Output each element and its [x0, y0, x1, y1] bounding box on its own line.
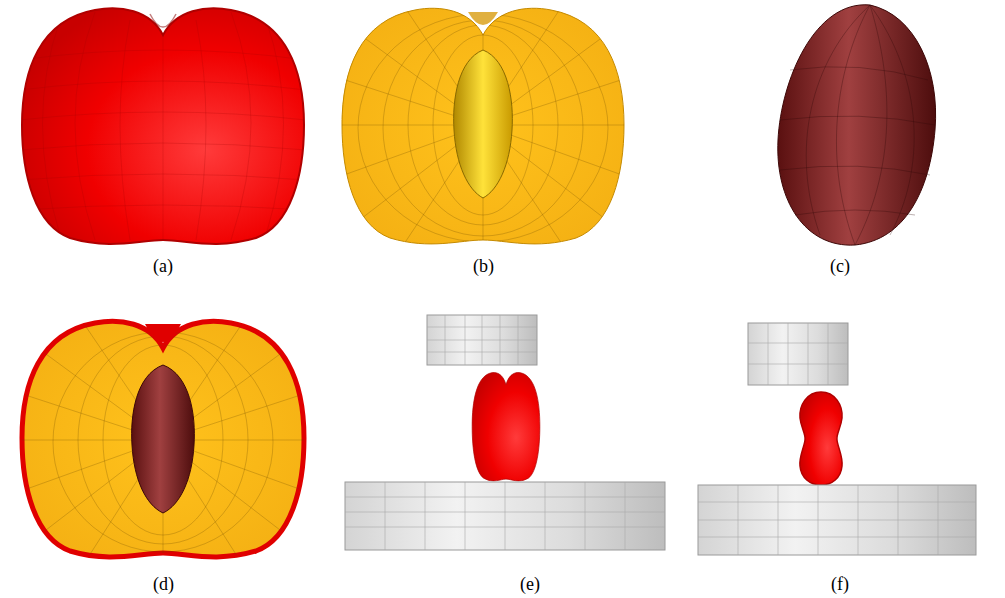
compression-test-e [345, 315, 665, 550]
panel-label: (d) [153, 574, 174, 595]
cherry-stone [778, 5, 936, 245]
panel-label: (f) [831, 574, 849, 595]
panel-label: (b) [473, 256, 494, 277]
compression-test-f [698, 323, 976, 555]
panel-label: (e) [520, 574, 540, 595]
panel-label: (a) [153, 256, 173, 277]
flesh-section [330, 0, 640, 250]
panel-label: (c) [830, 256, 850, 277]
assembled-section [10, 318, 316, 570]
cherry-whole [20, 8, 306, 244]
